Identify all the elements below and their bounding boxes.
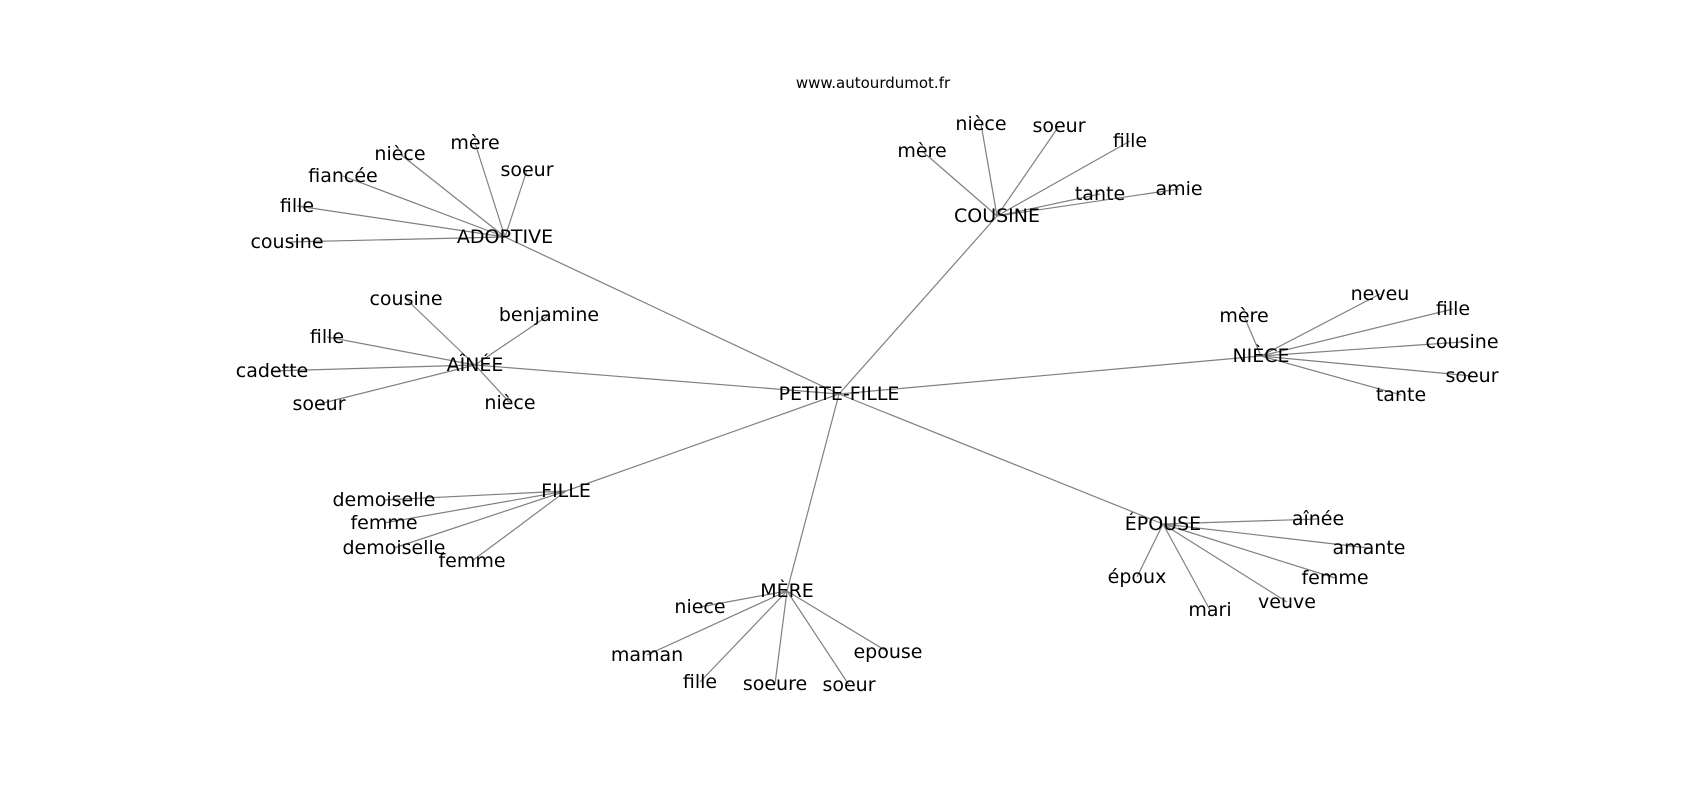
edge-hub-to-leaf	[474, 142, 506, 238]
leaf-node-label: soeur	[500, 159, 553, 181]
leaf-node-label: nièce	[484, 392, 535, 414]
edge-center-to-hub	[838, 355, 1262, 395]
leaf-node-label: soeure	[743, 673, 807, 695]
edge-hub-to-leaf	[996, 188, 1180, 217]
leaf-node-label: fille	[1113, 130, 1147, 152]
edge-center-to-hub	[786, 393, 840, 592]
leaf-node-label: nièce	[955, 113, 1006, 135]
hub-node-label: NIÈCE	[1232, 344, 1289, 367]
hub-node-label: AÎNÉE	[447, 353, 504, 376]
edge-hub-to-leaf	[504, 169, 528, 238]
graph-labels: PETITE-FILLE ADOPTIVE mère nièce soeur fiancé…	[236, 113, 1499, 696]
edge-hub-to-leaf	[383, 490, 567, 501]
graph-edges	[271, 123, 1473, 686]
edge-hub-to-leaf	[699, 590, 788, 608]
edge-hub-to-leaf	[1162, 523, 1288, 603]
edge-hub-to-leaf	[271, 364, 476, 372]
hub-node-label: FILLE	[541, 480, 591, 502]
hub-node-label: ADOPTIVE	[457, 226, 553, 248]
edge-hub-to-leaf	[1162, 523, 1211, 611]
edge-hub-to-leaf	[996, 193, 1101, 217]
edge-hub-to-leaf	[474, 364, 511, 404]
leaf-node-label: mère	[1219, 305, 1268, 327]
edge-hub-to-leaf	[399, 153, 506, 238]
edge-center-to-hub	[504, 236, 840, 395]
edge-hub-to-leaf	[1260, 355, 1402, 396]
leaf-node-label: soeur	[1032, 115, 1085, 137]
edge-hub-to-leaf	[1162, 518, 1319, 525]
edge-hub-to-leaf	[1260, 355, 1473, 377]
leaf-node-label: epouse	[853, 641, 922, 663]
edge-hub-to-leaf	[996, 125, 1060, 217]
leaf-node-label: veuve	[1258, 591, 1316, 613]
leaf-node-label: amante	[1333, 537, 1406, 559]
leaf-node-label: femme	[438, 550, 505, 572]
leaf-node-label: neveu	[1351, 283, 1410, 305]
edge-hub-to-leaf	[774, 590, 788, 685]
leaf-node-label: fille	[280, 195, 314, 217]
edge-hub-to-leaf	[699, 590, 788, 683]
edge-hub-to-leaf	[318, 364, 476, 405]
leaf-node-label: benjamine	[499, 304, 599, 326]
leaf-node-label: fille	[310, 326, 344, 348]
edge-center-to-hub	[838, 393, 1164, 525]
center-node-label: PETITE-FILLE	[779, 383, 900, 405]
leaf-node-label: mari	[1188, 599, 1231, 621]
leaf-node-label: fille	[1436, 298, 1470, 320]
edge-hub-to-leaf	[1260, 341, 1463, 357]
hub-node-label: COUSINE	[954, 205, 1040, 227]
edge-hub-to-leaf	[405, 298, 476, 366]
edge-hub-to-leaf	[786, 590, 850, 686]
edge-hub-to-leaf	[342, 175, 506, 238]
edge-hub-to-leaf	[326, 336, 476, 366]
edge-center-to-hub	[474, 364, 840, 395]
edge-hub-to-leaf	[471, 490, 567, 562]
edge-hub-to-leaf	[383, 490, 567, 524]
leaf-node-label: tante	[1075, 183, 1125, 205]
leaf-node-label: aînée	[1292, 508, 1344, 530]
leaf-node-label: femme	[1301, 567, 1368, 589]
edge-hub-to-leaf	[646, 590, 788, 656]
leaf-node-label: fille	[683, 671, 717, 693]
leaf-node-label: femme	[350, 512, 417, 534]
edge-hub-to-leaf	[1162, 523, 1336, 579]
leaf-node-label: tante	[1376, 384, 1426, 406]
leaf-node-label: cousine	[1425, 331, 1498, 353]
leaf-node-label: soeur	[292, 393, 345, 415]
edge-hub-to-leaf	[1260, 308, 1454, 357]
edge-hub-to-leaf	[1162, 523, 1370, 549]
source-url-label: www.autourdumot.fr	[796, 74, 951, 92]
leaf-node-label: amie	[1155, 178, 1202, 200]
edge-hub-to-leaf	[921, 150, 998, 217]
leaf-node-label: demoiselle	[343, 537, 446, 559]
edge-hub-to-leaf	[1243, 315, 1262, 357]
leaf-node-label: époux	[1108, 566, 1167, 588]
edge-hub-to-leaf	[996, 140, 1131, 217]
edge-center-to-hub	[565, 393, 840, 492]
edge-hub-to-leaf	[474, 314, 550, 366]
leaf-node-label: cousine	[250, 231, 323, 253]
edge-hub-to-leaf	[286, 236, 506, 243]
leaf-node-label: cousine	[369, 288, 442, 310]
leaf-node-label: soeur	[1445, 365, 1498, 387]
edge-hub-to-leaf	[296, 205, 506, 238]
hub-node-label: MÈRE	[760, 579, 814, 602]
hub-node-label: ÉPOUSE	[1125, 512, 1201, 535]
edge-hub-to-leaf	[1136, 523, 1164, 578]
leaf-node-label: nièce	[374, 143, 425, 165]
leaf-node-label: mère	[450, 132, 499, 154]
edge-hub-to-leaf	[1260, 293, 1381, 357]
leaf-node-label: maman	[611, 644, 683, 666]
leaf-node-label: cadette	[236, 360, 308, 382]
leaf-node-label: fiancée	[308, 165, 377, 187]
edge-hub-to-leaf	[980, 123, 998, 217]
leaf-node-label: mère	[897, 140, 946, 162]
leaf-node-label: niece	[674, 596, 725, 618]
edge-hub-to-leaf	[393, 490, 567, 549]
leaf-node-label: soeur	[822, 674, 875, 696]
leaf-node-label: demoiselle	[333, 489, 436, 511]
edge-center-to-hub	[838, 215, 998, 395]
edge-hub-to-leaf	[786, 590, 889, 653]
